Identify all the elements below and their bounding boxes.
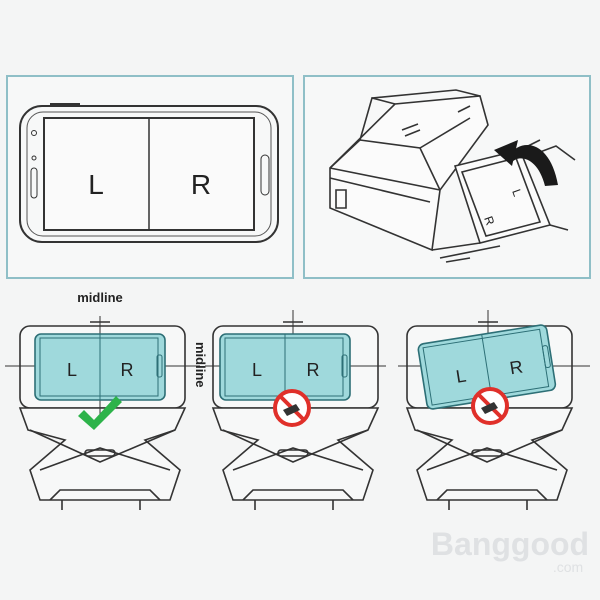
right-screen-label: R xyxy=(191,169,211,200)
checkmark-icon xyxy=(78,396,122,430)
top-right-panel: L R xyxy=(303,75,591,279)
left-screen-label: L xyxy=(67,360,77,380)
prohibited-icon xyxy=(471,387,509,425)
prohibited-icon xyxy=(273,389,311,427)
bottom-panel-correct: L R midline midline xyxy=(5,290,208,510)
home-button-icon xyxy=(260,154,270,196)
watermark-sub: .com xyxy=(553,559,583,575)
phone-body xyxy=(19,105,279,243)
arrow-head-icon xyxy=(494,140,518,166)
top-left-panel: L R xyxy=(6,75,294,279)
watermark-brand: Banggood xyxy=(431,526,589,562)
left-screen-label: L xyxy=(454,366,467,387)
bottom-panel-tilted: L R xyxy=(398,310,590,510)
camera-icon xyxy=(31,130,37,136)
fold-arrow-icon xyxy=(505,145,558,186)
flap-left-label: L xyxy=(509,187,525,198)
bottom-panel-offcenter: L R xyxy=(205,310,386,510)
right-screen-label: R xyxy=(307,360,320,380)
right-screen-label: R xyxy=(121,360,134,380)
midline-label-horizontal: midline xyxy=(77,290,123,305)
left-screen-label: L xyxy=(252,360,262,380)
midline-label-vertical: midline xyxy=(193,342,208,388)
speaker-icon xyxy=(30,167,38,199)
cardboard-headset xyxy=(329,89,576,263)
left-screen-label: L xyxy=(88,169,104,200)
right-screen-label: R xyxy=(508,357,524,379)
